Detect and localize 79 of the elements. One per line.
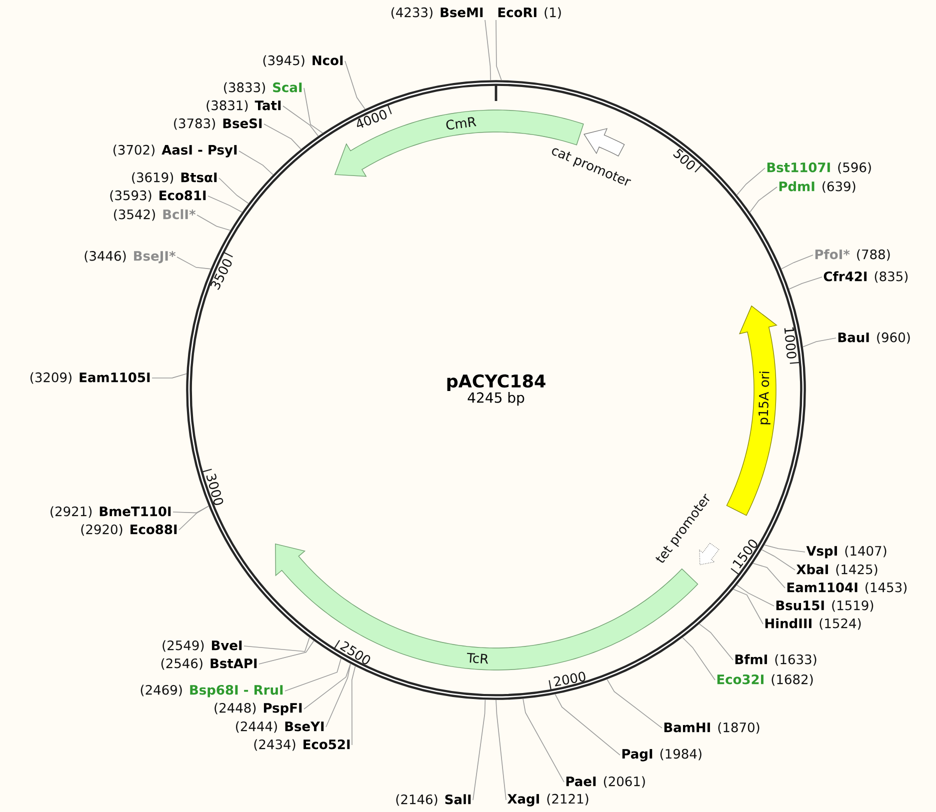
leader-line [698,624,734,660]
site-label: (4233) BseMI [391,7,483,19]
site-label: (3833) ScaI [224,82,302,94]
site-label: (2549) BveI [162,640,242,652]
leader-line [472,699,486,800]
site-label: (3542) BclI* [114,209,196,221]
leader-line [326,663,351,728]
site-label: (3783) BseSI [174,118,262,130]
leader-line [496,700,506,800]
site-label: BamHI (1870) [664,722,760,734]
site-label: XbaI (1425) [796,564,878,576]
site-label: (2146) SalI [396,794,471,806]
site-label: PfoI* (788) [815,249,890,261]
leader-line [780,254,814,270]
leader-line [682,637,716,680]
site-label: (3702) AasI - PsyI [113,144,237,158]
leader-line [238,150,274,176]
leader-line [172,506,210,514]
leader-line [304,663,351,710]
leader-line [284,658,342,692]
site-label: (3209) Eam1105I [30,372,150,384]
leader-line [606,678,662,728]
leader-line [218,178,249,204]
leader-line [788,276,822,290]
site-label: (2920) Eco88I [81,524,177,536]
scale-label: 3500 [210,259,232,290]
site-label: BauI (960) [838,332,910,344]
site-label: (2444) BseYI [236,721,324,733]
site-label: XagI (2121) [507,794,588,806]
leader-line [484,20,491,81]
site-label: (2434) Eco52I [254,739,350,751]
leader-line [282,106,319,137]
leader-line [196,214,231,231]
site-label: (3945) NcoI [263,55,343,67]
site-label: EcoRI (1) [498,7,561,19]
leader-line [761,549,796,570]
site-label: (3593) Eco81I [110,190,206,202]
site-label: VspI (1407) [806,546,886,558]
site-label: (2546) BstAPI [161,658,257,670]
leader-line [802,338,836,348]
leader-line [344,60,366,110]
site-label: BfmI (1633) [735,654,816,666]
site-label: (3446) BseJI* [84,250,176,264]
leader-line [208,196,243,213]
leader-line [244,637,310,652]
site-label: Eco32I (1682) [717,674,813,686]
site-label: PaeI (2061) [566,776,645,788]
site-label: Bst1107I (596) [767,162,871,174]
site-label: PdmI (639) [779,181,856,193]
site-label: (2448) PspFI [214,702,302,716]
leader-line [522,698,564,782]
site-label: (3831) TatI [206,100,281,112]
leader-line [736,584,774,606]
leader-line [351,666,356,746]
leader-line [176,256,212,270]
scale-label: 1000 [784,327,796,358]
scale-label: 3000 [206,474,224,506]
site-label: HindIII (1524) [765,618,861,630]
leader-line [304,88,324,134]
leader-line [736,168,766,196]
site-label: (3619) BtsαI [132,172,217,184]
site-label: (2469) Bsp68I - RruI [140,684,283,698]
site-label: Cfr42I (835) [824,271,908,283]
leader-line [733,588,764,624]
leader-line [264,124,302,150]
scale-label: 4000 [356,110,387,128]
site-label: Bsu15I (1519) [776,600,874,612]
leader-line [554,694,620,756]
leader-line [496,20,502,81]
leader-line [764,544,806,552]
site-label: PagI (1984) [622,748,702,762]
scale-label: 2000 [554,672,586,686]
leader-line [749,186,778,213]
leader-line [752,562,786,588]
scale-label: 500 [673,148,695,170]
site-label: (2921) BmeT110I [50,506,171,518]
leader-line [152,373,187,378]
site-label: Eam1104I (1453) [787,582,907,594]
leader-line [258,640,314,664]
